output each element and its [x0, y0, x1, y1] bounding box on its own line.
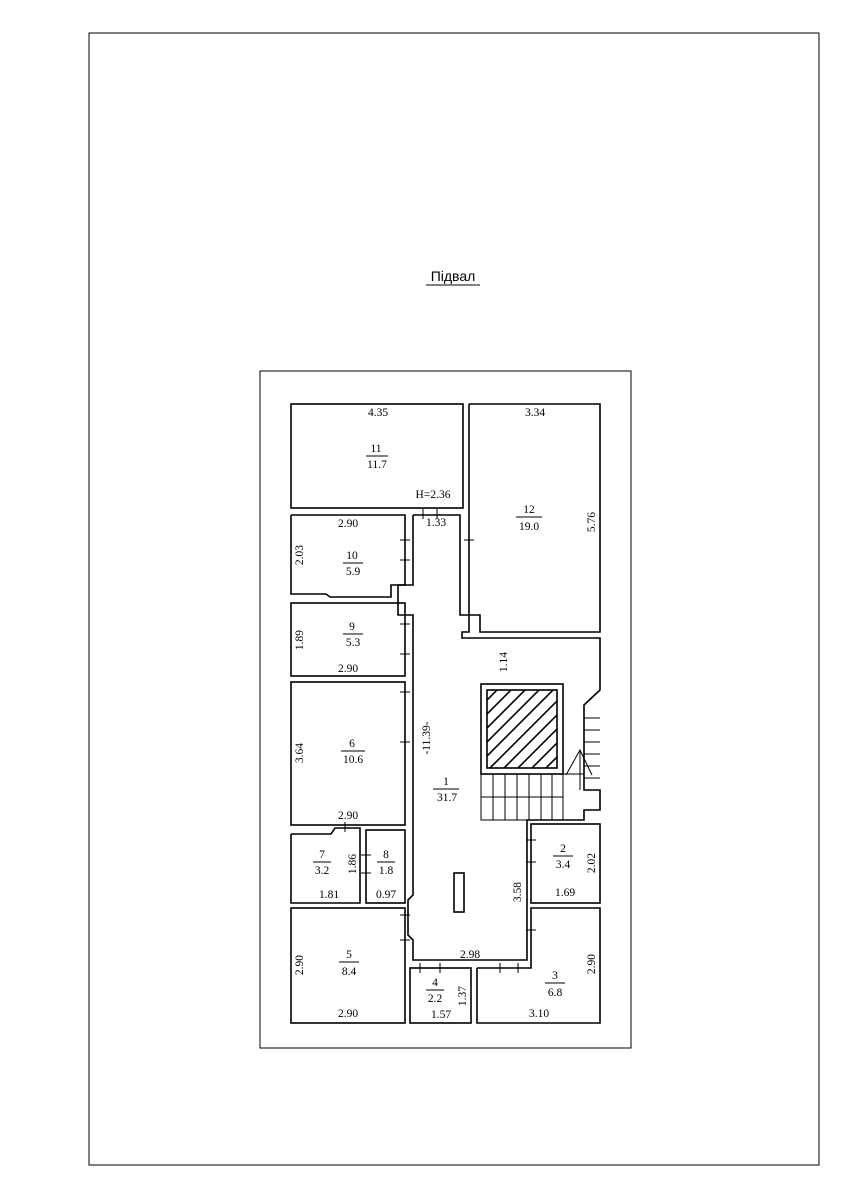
room-5-walls	[290, 907, 406, 1024]
room-1-walls	[397, 514, 601, 961]
room-5-dim-width: 2.90	[338, 1008, 358, 1020]
corridor-column	[453, 872, 465, 913]
room-3-area: 6.8	[548, 987, 563, 999]
room-9-area: 5.3	[346, 637, 361, 649]
room-9-dim-height: 1.89	[294, 630, 306, 650]
room-10-walls	[290, 514, 406, 598]
room-6-dim-height: 3.64	[294, 743, 306, 763]
room-1-dim-bottom: 2.98	[460, 949, 480, 961]
chimney-hatching	[487, 690, 557, 768]
chimney-shaft	[486, 689, 558, 769]
room-5-area: 8.4	[342, 966, 357, 978]
room-3-number: 3	[552, 970, 558, 982]
sheet-border	[88, 32, 820, 1166]
room-7-dim-height: 1.86	[347, 854, 359, 874]
room-12-area: 19.0	[519, 521, 539, 533]
room-2-area: 3.4	[556, 859, 571, 871]
room-5-number: 5	[346, 949, 352, 961]
room-8-area: 1.8	[379, 865, 394, 877]
room-12-dim-width: 3.34	[525, 407, 545, 419]
room-5-dim-height: 2.90	[294, 955, 306, 975]
room-4-number: 4	[432, 977, 438, 989]
stair-treads-right	[563, 717, 600, 779]
room-3-dim-height: 2.90	[586, 954, 598, 974]
room-1-dim-width: 1.33	[426, 517, 446, 529]
room-10-dim-height: 2.03	[294, 545, 306, 565]
ceiling-height-note: H=2.36	[416, 489, 451, 501]
room-9-dim-width: 2.90	[338, 663, 358, 675]
room-2-dim-height: 2.02	[586, 853, 598, 873]
door-markers	[344, 509, 536, 973]
room-9-walls	[290, 602, 406, 677]
room-1-area: 31.7	[437, 792, 457, 804]
stair-direction-arrow	[565, 748, 593, 790]
room-10-number: 10	[346, 550, 358, 562]
room-4-area: 2.2	[428, 993, 443, 1005]
plan-frame	[259, 370, 632, 1049]
room-3-walls	[476, 907, 601, 1024]
room-6-number: 6	[349, 738, 355, 750]
room-2-walls	[530, 823, 601, 904]
room-2-dim-width: 1.69	[555, 887, 575, 899]
room-1-dim-lower: 3.58	[512, 882, 524, 902]
room-7-area: 3.2	[315, 865, 330, 877]
room-4-dim-width: 1.57	[431, 1009, 451, 1021]
room-6-walls	[290, 681, 406, 826]
room-8-dim-width: 0.97	[376, 889, 396, 901]
room-6-area: 10.6	[343, 754, 363, 766]
room-10-area: 5.9	[346, 566, 361, 578]
stair-block	[480, 683, 564, 775]
room-11-dim-width: 4.35	[368, 407, 388, 419]
stair-treads-bottom	[480, 774, 564, 821]
room-7-walls	[290, 827, 361, 904]
room-7-dim-width: 1.81	[319, 889, 339, 901]
room-9-number: 9	[349, 621, 355, 633]
room-6-dim-width: 2.90	[338, 810, 358, 822]
plan-title: Підвал	[431, 268, 476, 284]
room-2-number: 2	[560, 843, 566, 855]
room-12-dim-height: 5.76	[586, 512, 598, 532]
room-11-walls	[290, 403, 464, 509]
room-11-number: 11	[370, 443, 381, 455]
room-1-dim-length: -11.39-	[421, 721, 433, 754]
room-12-walls	[468, 403, 601, 633]
room-11-area: 11.7	[367, 459, 387, 471]
room-7-number: 7	[319, 849, 325, 861]
room-4-dim-height: 1.37	[457, 986, 469, 1006]
room-10-dim-width: 2.90	[338, 518, 358, 530]
room-3-dim-width: 3.10	[529, 1008, 549, 1020]
room-1-number: 1	[443, 776, 449, 788]
room-12-number: 12	[523, 504, 535, 516]
room-8-walls	[365, 829, 406, 904]
room-8-number: 8	[383, 849, 389, 861]
room-1-dim-stair-gap: 1.14	[498, 652, 510, 672]
